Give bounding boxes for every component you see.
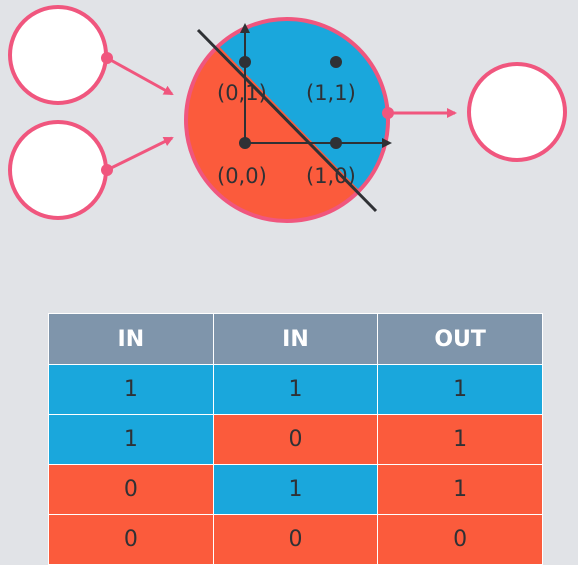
point-label-1-1: (1,1) — [306, 81, 356, 105]
input-arrow-2 — [106, 136, 174, 172]
header-out: OUT — [377, 313, 543, 365]
table-cell: 1 — [377, 464, 543, 515]
table-cell: 1 — [212, 364, 379, 415]
table-cell: 0 — [48, 464, 214, 515]
input-arrow-1 — [106, 56, 174, 96]
table-cell: 0 — [212, 414, 379, 465]
point-label-1-0: (1,0) — [306, 164, 356, 188]
perceptron-diagram: (0,1) (1,1) (0,0) (1,0) — [8, 5, 567, 223]
input-node-2 — [8, 120, 108, 220]
table-cell: 0 — [48, 514, 214, 565]
table-cell: 1 — [377, 414, 543, 465]
table-cell: 1 — [48, 364, 214, 415]
point-0-0 — [239, 137, 251, 149]
point-label-0-1: (0,1) — [217, 81, 267, 105]
table-cell: 0 — [212, 514, 379, 565]
decision-boundary — [196, 28, 378, 213]
header-in-1: IN — [48, 313, 214, 365]
input-node-1 — [8, 5, 108, 105]
table-cell: 0 — [377, 514, 543, 565]
table-header-row: IN IN OUT — [48, 313, 543, 365]
point-label-0-0: (0,0) — [217, 164, 267, 188]
output-node — [467, 62, 567, 162]
point-1-1 — [330, 56, 342, 68]
perceptron-node-outline — [184, 17, 390, 223]
region-negative-fill — [186, 19, 385, 221]
table-cell: 1 — [377, 364, 543, 415]
point-0-1 — [239, 56, 251, 68]
point-1-0 — [330, 137, 342, 149]
header-in-2: IN — [212, 313, 379, 365]
table-cell: 1 — [48, 414, 214, 465]
table-cell: 1 — [212, 464, 379, 515]
